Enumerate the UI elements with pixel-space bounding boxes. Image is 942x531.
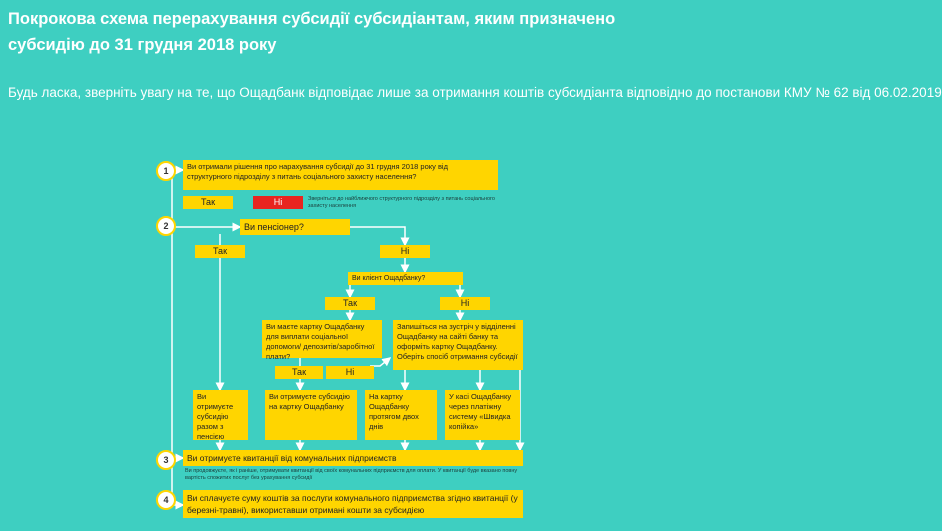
question-decision-received: Ви отримали рішення про нарахування субс…	[183, 160, 498, 190]
page-title: Покрокова схема перерахування субсидії с…	[8, 10, 616, 54]
q1-no-label: Ні	[253, 196, 303, 209]
question-has-card: Ви маєте картку Ощадбанку для виплати со…	[262, 320, 382, 361]
step-1-marker: 1	[156, 161, 176, 181]
question-pensioner: Ви пенсіонер?	[240, 219, 350, 235]
receipts-note: Ви продовжуєте, як і раніше, отримувати …	[185, 468, 518, 481]
outcome-card-2days: На картку Ощадбанку протягом двох днів	[365, 390, 437, 440]
q3-no-label: Ні	[440, 297, 490, 310]
q1-yes-label: Так	[183, 196, 233, 209]
receipts-step: Ви отримуєте квитанції від комунальних п…	[183, 450, 523, 466]
q4-no-label: Ні	[326, 366, 374, 379]
register-card-instruction: Запишіться на зустріч у відділенні Ощадб…	[393, 320, 523, 370]
outcome-cashier: У касі Ощадбанку через платіжну систему …	[445, 390, 520, 440]
outcome-pension: Ви отримуєте субсидію разом з пенсією	[193, 390, 248, 441]
q4-yes-label: Так	[275, 366, 323, 379]
step-4-marker: 4	[156, 490, 176, 510]
q2-yes-label: Так	[195, 245, 245, 258]
disclaimer-text: Будь ласка, зверніть увагу на те, що Оща…	[8, 85, 942, 100]
outcome-on-card: Ви отримуєте субсидію на картку Ощадбанк…	[265, 390, 357, 440]
q2-no-label: Ні	[380, 245, 430, 258]
step-2-marker: 2	[156, 216, 176, 236]
step-3-marker: 3	[156, 450, 176, 470]
pay-step: Ви сплачуєте суму коштів за послуги кому…	[183, 490, 523, 518]
q1-no-note: Зверніться до найближчого структурного п…	[308, 196, 495, 209]
q3-yes-label: Так	[325, 297, 375, 310]
question-oschadbank-client: Ви клієнт Ощадбанку?	[348, 272, 463, 285]
